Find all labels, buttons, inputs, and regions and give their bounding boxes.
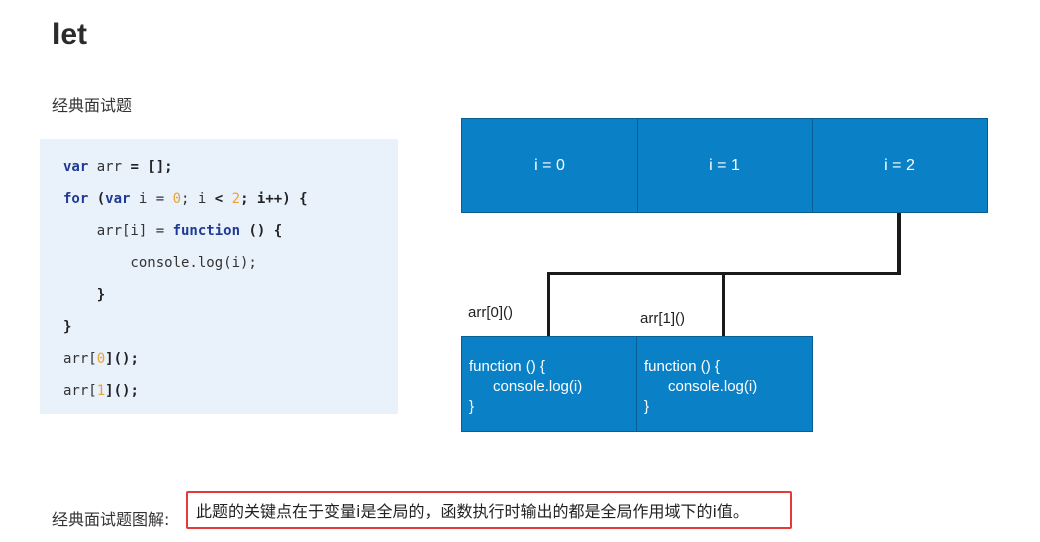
iteration-cell-1: i = 1 xyxy=(637,119,813,212)
code-number: 0 xyxy=(172,191,182,207)
code-line-6: } xyxy=(63,319,72,335)
code-line-4: console.log(i); xyxy=(63,255,257,271)
connector-to-fn0 xyxy=(547,272,550,336)
iteration-cell-2: i = 2 xyxy=(884,156,915,174)
code-number: 1 xyxy=(96,383,106,399)
function-line: } xyxy=(469,398,475,415)
call-label-0: arr[0]() xyxy=(468,304,513,321)
code-text: ; i++) { xyxy=(240,191,308,207)
explain-text: 此题的关键点在于变量i是全局的，函数执行时输出的都是全局作用域下的i值。 xyxy=(196,502,749,521)
code-keyword: function xyxy=(172,223,241,239)
connector-vertical-right xyxy=(897,213,901,275)
slide-title: let xyxy=(52,18,88,51)
code-text xyxy=(223,191,231,207)
function-box-1: function () { console.log(i) } xyxy=(637,337,812,431)
function-line: console.log(i) xyxy=(668,378,758,395)
function-line: } xyxy=(644,398,650,415)
code-text: () { xyxy=(240,223,283,239)
code-number: 2 xyxy=(231,191,241,207)
code-keyword: var xyxy=(105,191,131,207)
iteration-cell-0: i = 0 xyxy=(462,119,638,212)
function-line: console.log(i) xyxy=(493,378,583,395)
code-text: arr[i] = xyxy=(63,223,173,239)
explain-label: 经典面试题图解: xyxy=(52,510,170,529)
explain-highlight-box: 此题的关键点在于变量i是全局的，函数执行时输出的都是全局作用域下的i值。 xyxy=(186,491,792,529)
code-keyword: var xyxy=(63,159,89,175)
code-line-7: arr[0](); xyxy=(63,351,139,367)
code-text: ](); xyxy=(105,351,139,367)
code-operator: < xyxy=(214,191,224,207)
code-block: var arr = []; for (var i = 0; i < 2; i++… xyxy=(40,139,398,414)
code-line-1: var arr = []; xyxy=(63,159,173,175)
call-label-1: arr[1]() xyxy=(640,310,685,327)
loop-iterations-row: i = 0 i = 1 i = 2 xyxy=(461,118,988,213)
function-box-0: function () { console.log(i) } xyxy=(462,337,637,431)
code-text: ](); xyxy=(105,383,139,399)
code-text: ( xyxy=(88,191,106,207)
code-line-3: arr[i] = function () { xyxy=(63,223,282,239)
code-operator: = []; xyxy=(130,159,173,175)
code-line-2: for (var i = 0; i < 2; i++) { xyxy=(63,191,308,207)
code-keyword: for xyxy=(63,191,89,207)
code-text: arr xyxy=(88,159,131,175)
connector-to-fn1 xyxy=(722,272,725,336)
code-text: i = xyxy=(130,191,173,207)
code-text: arr[ xyxy=(63,383,97,399)
code-text: arr[ xyxy=(63,351,97,367)
code-line-5: } xyxy=(63,287,106,303)
code-number: 0 xyxy=(96,351,106,367)
function-line: function () { xyxy=(469,358,545,375)
code-line-8: arr[1](); xyxy=(63,383,139,399)
function-line: function () { xyxy=(644,358,720,375)
functions-row: function () { console.log(i) } function … xyxy=(461,336,813,432)
code-text: ; i xyxy=(181,191,215,207)
section-subtitle: 经典面试题 xyxy=(52,96,133,115)
